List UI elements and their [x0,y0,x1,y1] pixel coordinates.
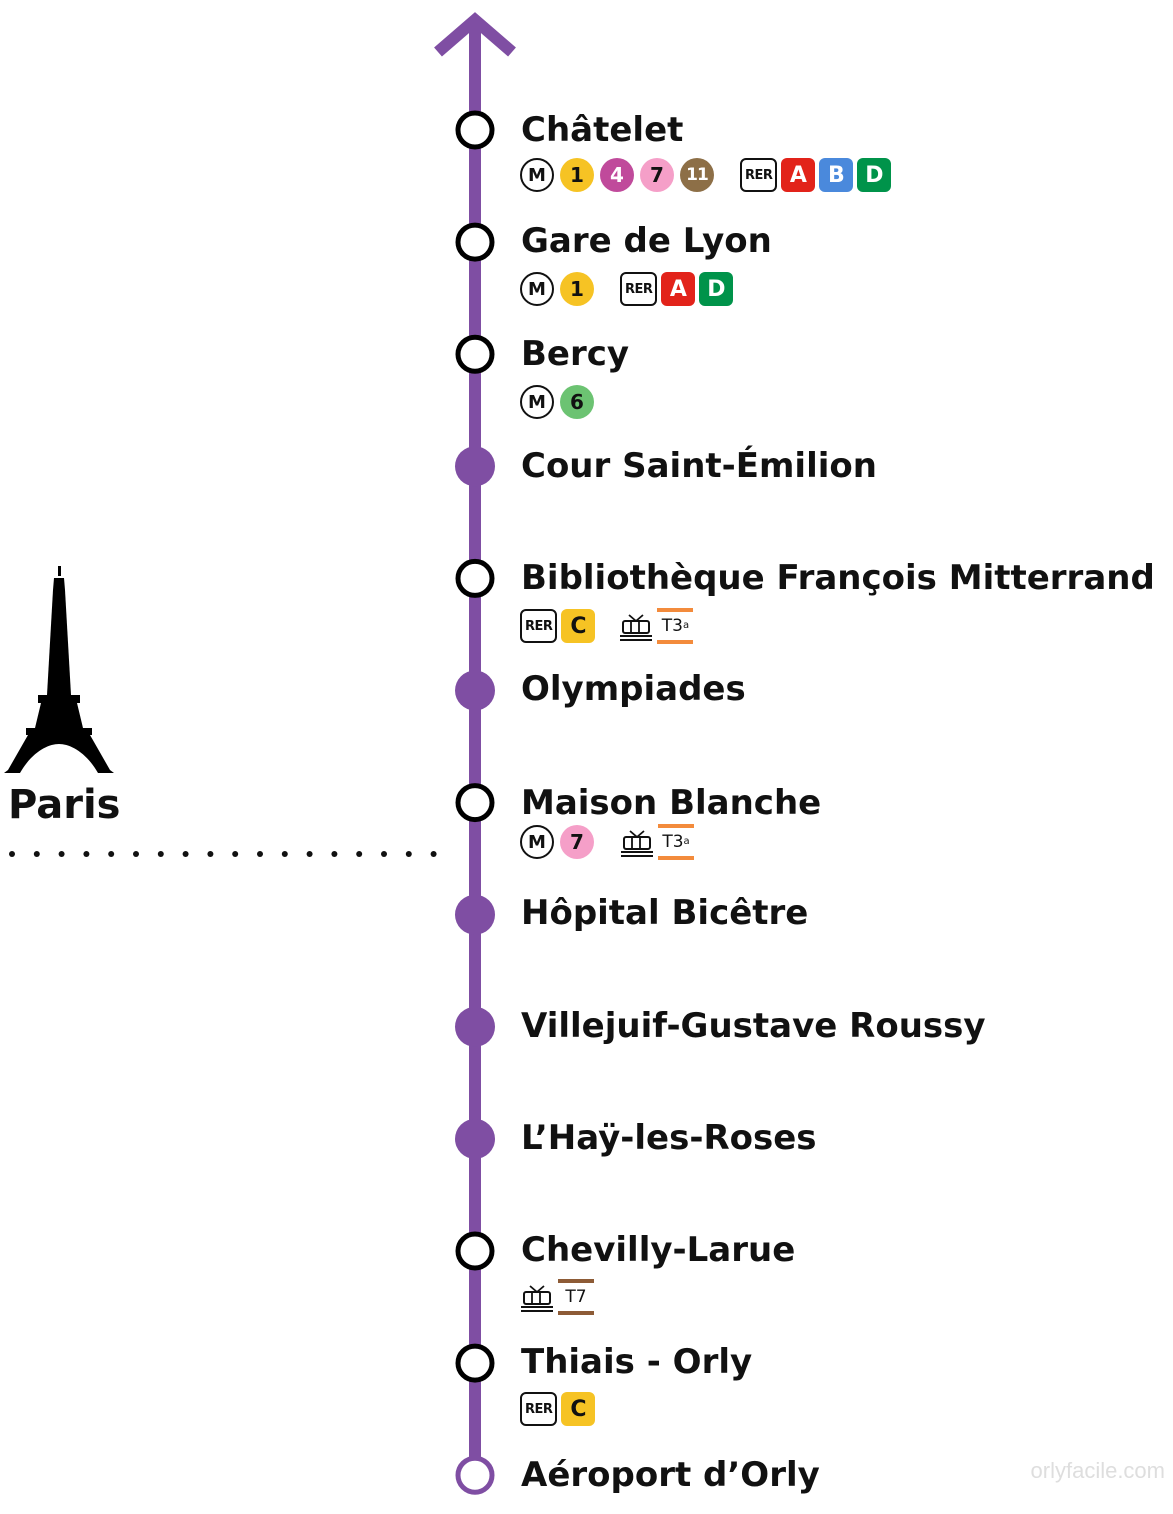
station-name-maison-blanche[interactable]: Maison Blanche [521,783,822,823]
tram-line-bar [658,824,694,828]
metro-logo-icon[interactable]: M [520,825,554,859]
boundary-dot [108,851,115,857]
rer-line-badge-c[interactable]: C [561,1392,596,1426]
metro-logo-icon[interactable]: M [520,272,554,306]
station-name-bibliotheque-francois-mitterrand[interactable]: Bibliothèque François Mitterrand [521,558,1155,598]
city-label-paris: Paris [8,782,121,828]
tram-line-suffix: a [682,619,690,631]
station-marker-interchange[interactable] [455,1231,495,1271]
station-name-gare-de-lyon[interactable]: Gare de Lyon [521,221,772,261]
tram-icon[interactable] [620,825,654,859]
boundary-dot [356,851,363,857]
connections-chevilly-larue: T7 [520,1279,598,1315]
boundary-dot [133,851,139,857]
boundary-dot [58,851,65,857]
rer-line-badge-c[interactable]: C [561,609,596,643]
tram-line-bar [658,856,694,860]
rer-line-badge-a[interactable]: A [661,272,696,306]
boundary-dot [281,851,288,857]
station-name-bercy[interactable]: Bercy [521,334,630,374]
paris-boundary-dotted-line [9,851,437,857]
station-marker-regular[interactable] [455,670,495,711]
rer-logo-icon[interactable]: RER [620,272,658,306]
line-14-track [469,18,481,1478]
boundary-dot [331,851,338,857]
tram-line-bar [657,640,694,644]
boundary-dot [430,851,437,857]
rer-line-badge-d[interactable]: D [857,158,892,192]
tram-line-suffix: a [683,835,690,847]
tram-line-badge-t7[interactable]: T7 [558,1279,594,1315]
boundary-dot [33,851,40,857]
station-marker-interchange[interactable] [455,110,495,150]
rer-logo-icon[interactable]: RER [520,609,558,643]
boundary-dot [257,851,263,857]
boundary-dot [306,851,313,857]
station-marker-regular[interactable] [455,1006,495,1047]
tram-icon[interactable] [520,1280,554,1314]
tram-icon[interactable] [619,609,653,643]
metro-line-badge-6[interactable]: 6 [560,385,594,419]
boundary-dot [405,851,412,857]
station-name-cour-saint-emilion[interactable]: Cour Saint-Émilion [521,446,877,486]
station-name-aeroport-dorly[interactable]: Aéroport d’Orly [521,1455,820,1495]
rer-line-badge-d[interactable]: D [699,272,734,306]
station-marker-interchange[interactable] [455,222,495,262]
metro-line-badge-4[interactable]: 4 [600,158,634,192]
station-marker-interchange[interactable] [455,334,495,374]
tram-line-bar [558,1279,594,1283]
boundary-dot [232,851,239,857]
metro-line-badge-7[interactable]: 7 [560,825,594,859]
boundary-dot [9,851,15,857]
tram-line-label: T3 [661,616,683,636]
station-name-villejuif-gustave-roussy[interactable]: Villejuif-Gustave Roussy [521,1006,986,1046]
station-marker-interchange[interactable] [455,1343,495,1383]
metro-line-badge-7[interactable]: 7 [640,158,674,192]
rer-logo-icon[interactable]: RER [740,158,778,192]
rer-logo-icon[interactable]: RER [520,1392,558,1426]
tram-line-label: T7 [565,1287,587,1307]
station-marker-regular[interactable] [455,1118,495,1159]
metro-logo-icon[interactable]: M [520,158,554,192]
station-name-chatelet[interactable]: Châtelet [521,110,684,150]
boundary-dot [381,851,387,857]
station-marker-interchange[interactable] [455,558,495,598]
tram-line-bar [657,608,694,612]
station-name-lhay-les-roses[interactable]: L’Haÿ-les-Roses [521,1118,817,1158]
boundary-dot [83,851,90,857]
metro-line-badge-11[interactable]: 11 [680,158,714,192]
metro-line-badge-1[interactable]: 1 [560,158,594,192]
station-name-hopital-bicetre[interactable]: Hôpital Bicêtre [521,893,809,933]
boundary-dot [207,851,214,857]
station-marker-interchange[interactable] [455,783,495,823]
metro-logo-icon[interactable]: M [520,385,554,419]
tram-line-bar [558,1311,594,1315]
eiffel-tower-icon [4,566,114,773]
station-marker-regular[interactable] [455,894,495,935]
tram-line-label: T3 [662,832,684,852]
station-name-chevilly-larue[interactable]: Chevilly-Larue [521,1230,796,1270]
watermark: orlyfacile.com [1030,1458,1165,1483]
rer-line-badge-b[interactable]: B [819,158,854,192]
station-name-thiais-orly[interactable]: Thiais - Orly [521,1342,753,1382]
boundary-dot [157,851,164,857]
station-marker-terminus[interactable] [455,1455,495,1495]
boundary-dot [182,851,189,857]
rer-line-badge-a[interactable]: A [781,158,816,192]
station-marker-regular[interactable] [455,446,495,487]
station-name-olympiades[interactable]: Olympiades [521,669,746,709]
metro-line-badge-1[interactable]: 1 [560,272,594,306]
